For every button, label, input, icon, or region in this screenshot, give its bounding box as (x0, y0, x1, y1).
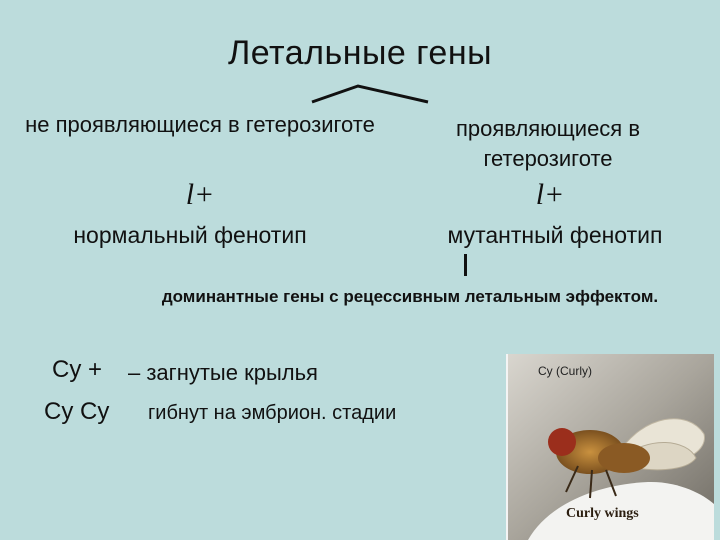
photo-caption: Curly wings (566, 506, 639, 522)
left-phenotype: нормальный фенотип (20, 222, 360, 249)
photo-label: Cy (Curly) (538, 364, 592, 378)
example-1-genotype: Су + (52, 356, 102, 384)
example-1-description: – загнутые крылья (128, 360, 318, 386)
left-genotype: l+ (130, 178, 270, 212)
right-phenotype: мутантный фенотип (410, 222, 700, 249)
dominant-note: доминантные гены с рецессивным летальным… (150, 282, 670, 312)
right-category: проявляющиеся в гетерозиготе (398, 114, 698, 174)
slide-title: Летальные гены (0, 34, 720, 73)
left-category: не проявляющиеся в гетерозиготе (20, 110, 380, 140)
connector-line (464, 254, 467, 276)
curly-fly-photo: Cy (Curly) Curly wings (506, 354, 714, 540)
example-2-genotype: Су Су (44, 398, 109, 426)
right-genotype: l+ (480, 178, 620, 212)
example-2-description: гибнут на эмбрион. стадии (148, 402, 396, 425)
branch-brace (300, 78, 440, 108)
